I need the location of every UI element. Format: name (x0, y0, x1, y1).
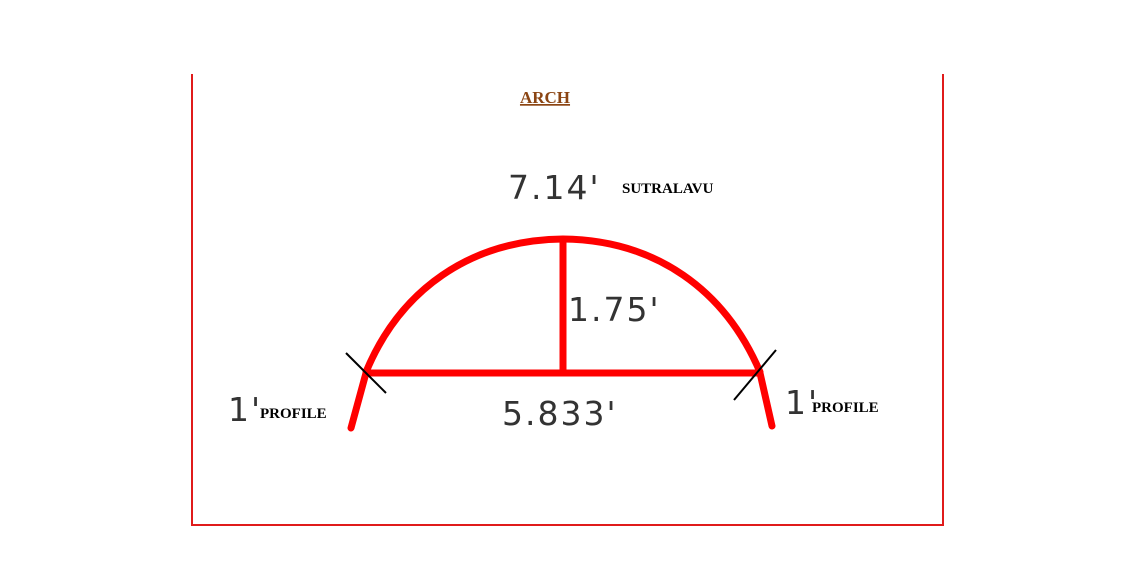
right-profile-leg (756, 369, 776, 430)
diagram-title: ARCH (520, 88, 570, 107)
right-springing-mark (733, 349, 777, 401)
right-profile-label: PROFILE (812, 400, 879, 416)
arch-length-value: 7.14' (508, 168, 601, 207)
left-profile-value: 1' (228, 390, 262, 429)
rise-value: 1.75' (568, 290, 661, 329)
right-profile-value: 1' (785, 383, 819, 422)
span-value: 5.833' (502, 394, 618, 433)
left-springing-mark (345, 352, 387, 394)
left-profile-label: PROFILE (260, 406, 327, 422)
drawing-frame (191, 74, 944, 526)
arch-length-label: SUTRALAVU (622, 181, 714, 197)
left-profile-leg (347, 369, 370, 432)
arch-curve (362, 235, 764, 376)
